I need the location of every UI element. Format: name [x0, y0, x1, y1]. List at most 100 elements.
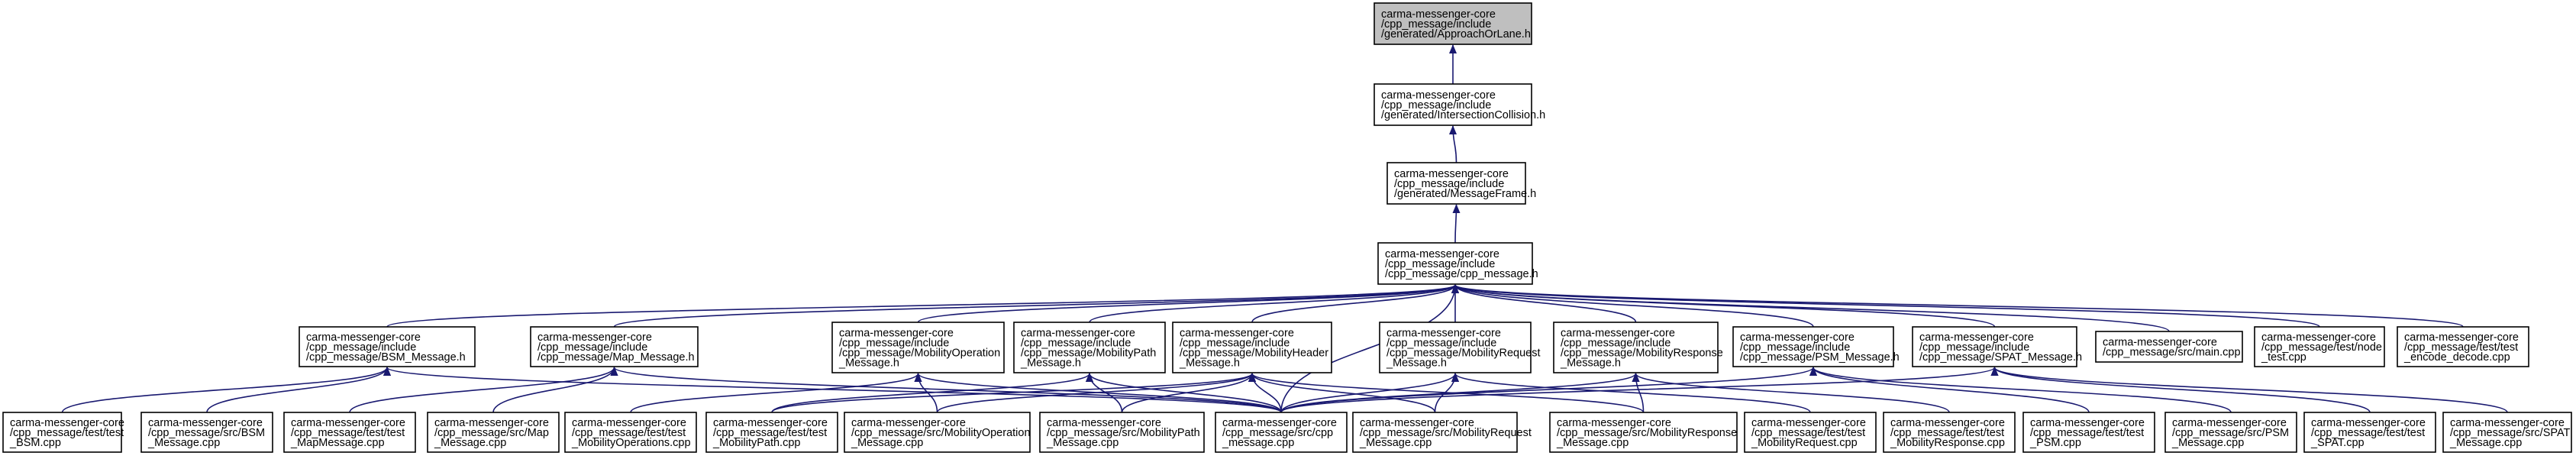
edge-t_mobresp-to-mobresp_h	[1632, 373, 1950, 413]
node-box-node_test[interactable]	[2254, 326, 2385, 367]
node-messageframe[interactable]: carma-messenger-core/cpp_message/include…	[1386, 162, 1536, 205]
node-s_psm[interactable]: carma-messenger-core/cpp_message/src/PSM…	[2164, 412, 2297, 453]
node-label-line-mobop_h-3: _Message.h	[838, 357, 899, 370]
node-box-mobresp_h[interactable]	[1553, 322, 1719, 373]
node-s_bsm[interactable]: carma-messenger-core/cpp_message/src/BSM…	[140, 412, 273, 453]
node-label-line-t_mobpath-0: carma-messenger-core	[713, 417, 828, 429]
node-box-s_map[interactable]	[427, 412, 560, 453]
node-label-line-psm_h-0: carma-messenger-core	[1740, 331, 1855, 344]
node-label-line-s_mobreq-1: /cpp_message/src/MobilityRequest	[1360, 427, 1532, 439]
node-t_map[interactable]: carma-messenger-core/cpp_message/test/te…	[283, 412, 416, 453]
edge-map_h-to-cppmessage	[613, 284, 1459, 328]
node-label-line-s_mobreq-2: _Message.cpp	[1359, 437, 1432, 449]
node-box-intersection[interactable]	[1374, 83, 1532, 126]
node-label-line-cppmessage-1: /cpp_message/include	[1385, 258, 1495, 270]
node-box-t_mobresp[interactable]	[1883, 412, 2016, 453]
node-label-line-s_mobop-1: /cpp_message/src/MobilityOperation	[851, 427, 1031, 439]
node-spat_h[interactable]: carma-messenger-core/cpp_message/include…	[1912, 326, 2082, 367]
node-box-mobpath_h[interactable]	[1013, 322, 1166, 373]
node-node_test[interactable]: carma-messenger-core/cpp_message/test/no…	[2254, 326, 2385, 367]
node-box-messageframe[interactable]	[1386, 162, 1526, 205]
node-cppmessage[interactable]: carma-messenger-core/cpp_message/include…	[1377, 242, 1538, 285]
edge-s_cpp-to-spat_h	[1280, 367, 1999, 413]
node-t_mobpath[interactable]: carma-messenger-core/cpp_message/test/te…	[705, 412, 838, 453]
node-box-t_map[interactable]	[283, 412, 416, 453]
node-box-mobreq_h[interactable]	[1379, 322, 1532, 373]
node-main_cpp[interactable]: carma-messenger-core/cpp_message/src/mai…	[2095, 331, 2243, 363]
node-bsm_h[interactable]: carma-messenger-core/cpp_message/include…	[299, 326, 476, 367]
node-box-mobheader_h[interactable]	[1172, 322, 1332, 373]
node-box-t_spat[interactable]	[2303, 412, 2436, 453]
node-encode_decode[interactable]: carma-messenger-core/cpp_message/test/te…	[2397, 326, 2529, 367]
edge-main_cpp-to-cppmessage	[1451, 284, 2170, 332]
edge-s_mobop-to-mobheader_h	[936, 373, 1256, 413]
node-t_mobop[interactable]: carma-messenger-core/cpp_message/test/te…	[564, 412, 697, 453]
node-label-line-encode_decode-0: carma-messenger-core	[2404, 331, 2519, 344]
node-label-line-t_bsm-0: carma-messenger-core	[10, 417, 124, 429]
node-box-s_mobreq[interactable]	[1352, 412, 1518, 453]
edge-t_spat-to-spat_h	[1990, 367, 2371, 413]
node-t_bsm[interactable]: carma-messenger-core/cpp_message/test/te…	[2, 412, 124, 453]
node-box-s_mobresp[interactable]	[1549, 412, 1738, 453]
node-intersection[interactable]: carma-messenger-core/cpp_message/include…	[1374, 83, 1545, 126]
node-box-cppmessage[interactable]	[1377, 242, 1533, 285]
node-box-s_mobpath[interactable]	[1039, 412, 1205, 453]
node-mobreq_h[interactable]: carma-messenger-core/cpp_message/include…	[1379, 322, 1541, 373]
node-box-t_psm[interactable]	[2022, 412, 2155, 453]
node-psm_h[interactable]: carma-messenger-core/cpp_message/include…	[1732, 326, 1900, 367]
node-mobheader_h[interactable]: carma-messenger-core/cpp_message/include…	[1172, 322, 1332, 373]
edge-s_mobpath-to-mobheader_h	[1121, 373, 1256, 413]
node-s_mobreq[interactable]: carma-messenger-core/cpp_message/src/Mob…	[1352, 412, 1532, 453]
node-label-line-t_spat-1: /cpp_message/test/test	[2311, 427, 2425, 439]
node-label-line-t_mobreq-0: carma-messenger-core	[1751, 417, 1866, 429]
node-label-line-t_spat-2: _SPAT.cpp	[2310, 437, 2365, 449]
node-label-line-s_map-1: /cpp_message/src/Map	[434, 427, 549, 439]
node-mobop_h[interactable]: carma-messenger-core/cpp_message/include…	[831, 322, 1005, 373]
node-label-line-s_mobresp-0: carma-messenger-core	[1557, 417, 1671, 429]
node-label-line-s_spat-1: /cpp_message/src/SPAT	[2450, 427, 2571, 439]
node-box-t_bsm[interactable]	[2, 412, 122, 453]
edge-s_cpp-to-map_h	[610, 367, 1282, 413]
node-mobpath_h[interactable]: carma-messenger-core/cpp_message/include…	[1013, 322, 1166, 373]
edge-t_map-to-map_h	[349, 367, 618, 413]
node-label-line-map_h-2: /cpp_message/Map_Message.h	[537, 351, 695, 364]
node-box-s_spat[interactable]	[2442, 412, 2572, 453]
node-box-t_mobpath[interactable]	[705, 412, 838, 453]
node-box-bsm_h[interactable]	[299, 326, 476, 367]
node-t_spat[interactable]: carma-messenger-core/cpp_message/test/te…	[2303, 412, 2436, 453]
node-t_mobreq[interactable]: carma-messenger-core/cpp_message/test/te…	[1744, 412, 1877, 453]
node-box-map_h[interactable]	[530, 326, 699, 367]
edge-t_mobreq-to-mobreq_h	[1451, 373, 1811, 413]
edge-s_psm-to-psm_h	[1809, 367, 2232, 413]
edge-s_spat-to-spat_h	[1990, 367, 2508, 413]
node-box-t_mobreq[interactable]	[1744, 412, 1877, 453]
node-s_map[interactable]: carma-messenger-core/cpp_message/src/Map…	[427, 412, 560, 453]
node-box-s_psm[interactable]	[2164, 412, 2297, 453]
edge-t_mobop-to-mobop_h	[630, 373, 922, 413]
node-s_spat[interactable]: carma-messenger-core/cpp_message/src/SPA…	[2442, 412, 2572, 453]
node-box-t_mobop[interactable]	[564, 412, 697, 453]
node-box-s_bsm[interactable]	[140, 412, 273, 453]
node-s_mobop[interactable]: carma-messenger-core/cpp_message/src/Mob…	[844, 412, 1031, 453]
node-box-encode_decode[interactable]	[2397, 326, 2529, 367]
node-box-s_cpp[interactable]	[1215, 412, 1348, 453]
node-label-line-t_psm-1: /cpp_message/test/test	[2030, 427, 2144, 439]
node-box-psm_h[interactable]	[1732, 326, 1894, 367]
node-s_mobpath[interactable]: carma-messenger-core/cpp_message/src/Mob…	[1039, 412, 1205, 453]
node-mobresp_h[interactable]: carma-messenger-core/cpp_message/include…	[1553, 322, 1723, 373]
node-t_mobresp[interactable]: carma-messenger-core/cpp_message/test/te…	[1883, 412, 2016, 453]
node-map_h[interactable]: carma-messenger-core/cpp_message/include…	[530, 326, 699, 367]
node-box-mobop_h[interactable]	[831, 322, 1005, 373]
node-box-main_cpp[interactable]	[2095, 331, 2243, 363]
node-label-line-t_map-0: carma-messenger-core	[291, 417, 405, 429]
node-box-s_mobop[interactable]	[844, 412, 1031, 453]
node-t_psm[interactable]: carma-messenger-core/cpp_message/test/te…	[2022, 412, 2155, 453]
node-label-line-s_spat-0: carma-messenger-core	[2450, 417, 2565, 429]
node-s_mobresp[interactable]: carma-messenger-core/cpp_message/src/Mob…	[1549, 412, 1738, 453]
node-box-spat_h[interactable]	[1912, 326, 2077, 367]
node-label-line-bsm_h-0: carma-messenger-core	[306, 331, 421, 344]
node-label-line-node_test-0: carma-messenger-core	[2261, 331, 2376, 344]
node-s_cpp[interactable]: carma-messenger-core/cpp_message/src/cpp…	[1215, 412, 1348, 453]
node-label-line-intersection-0: carma-messenger-core	[1381, 89, 1496, 102]
